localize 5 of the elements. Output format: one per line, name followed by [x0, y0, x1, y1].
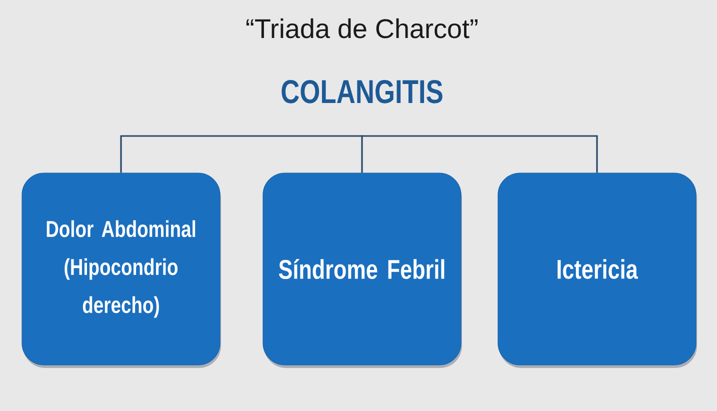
heading-label: COLANGITIS — [282, 80, 442, 104]
connector-line — [120, 135, 363, 173]
connector-line — [361, 135, 363, 173]
title: “Triada de Charcot” — [246, 18, 478, 38]
connector-line — [361, 135, 598, 173]
